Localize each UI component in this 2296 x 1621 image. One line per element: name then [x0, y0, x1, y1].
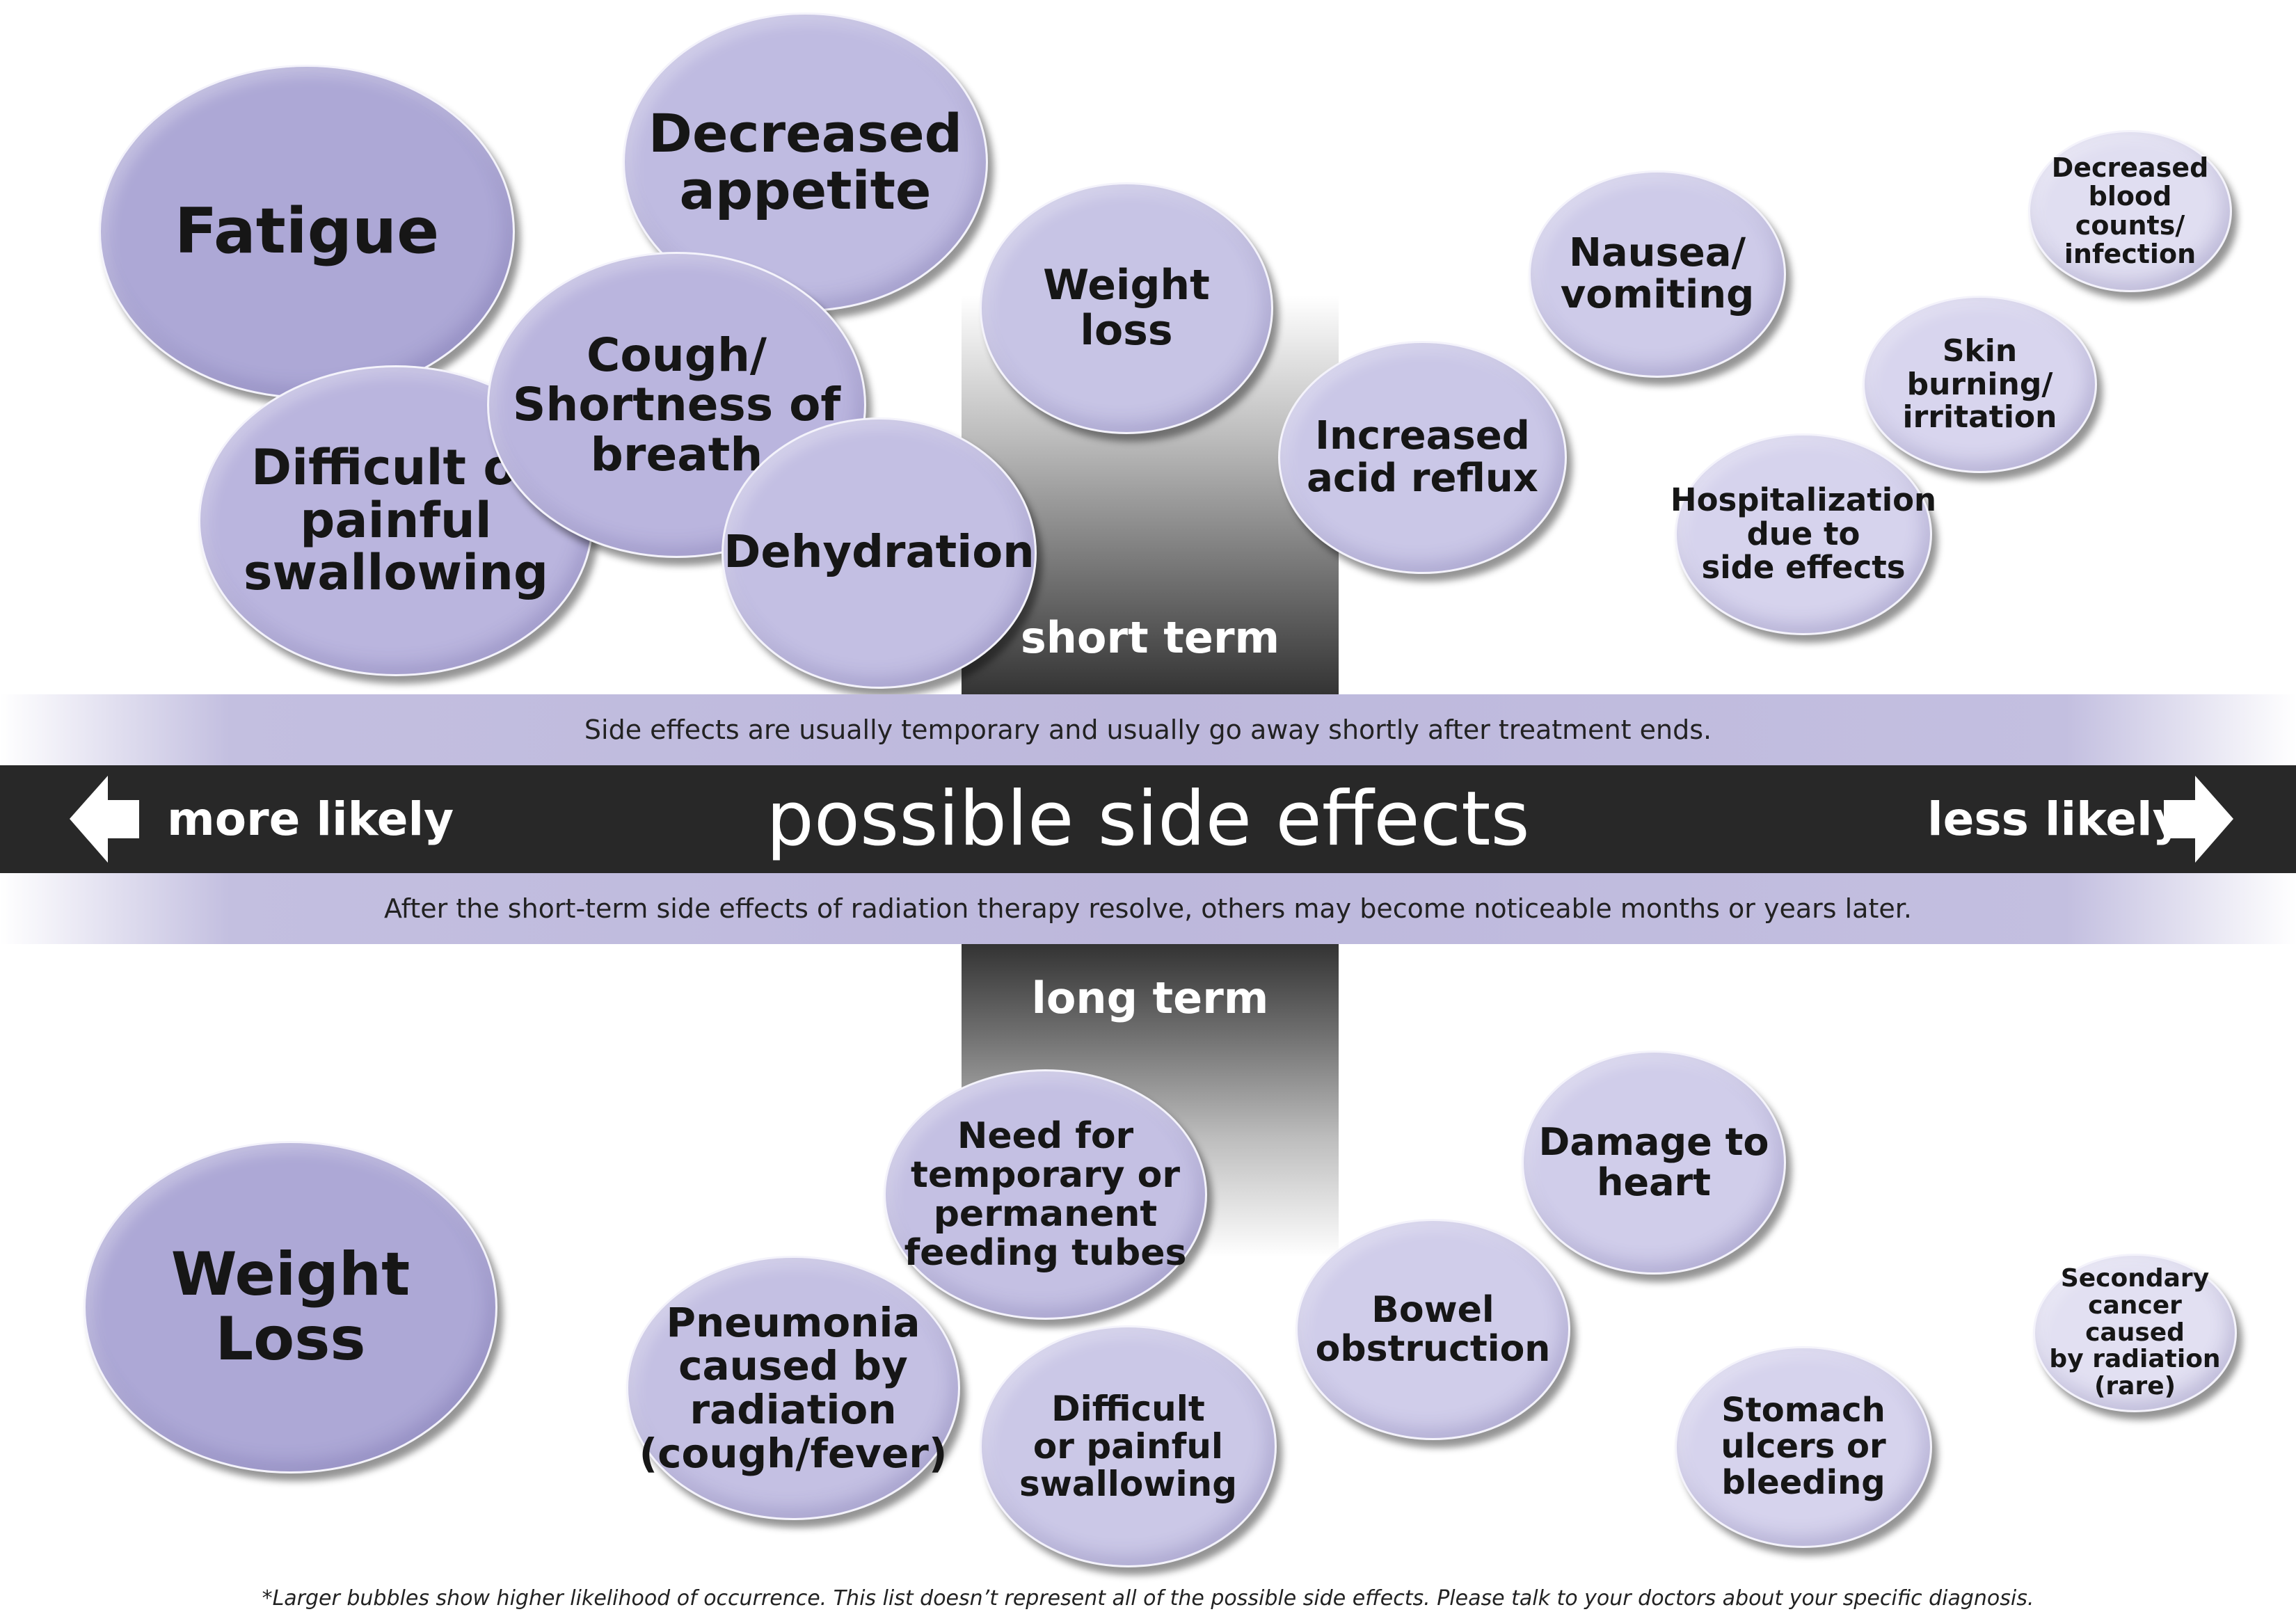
bubble-long-feeding-tubes: Need for temporary or permanent feeding …	[884, 1069, 1207, 1320]
short-term-note: Side effects are usually temporary and u…	[584, 714, 1712, 745]
short-term-label: short term	[1020, 612, 1280, 663]
bubble-label: Bowel obstruction	[1315, 1288, 1551, 1370]
bubble-short-decreased-blood-counts: Decreased blood counts/ infection	[2028, 130, 2232, 292]
less-likely-label: less likely	[1927, 792, 2183, 846]
bubble-short-weight-loss: Weight loss	[980, 182, 1273, 434]
short-term-note-band: Side effects are usually temporary and u…	[0, 694, 2296, 765]
bubble-label: Difficult or painful swallowing	[1019, 1389, 1238, 1504]
bubble-long-damage-to-heart: Damage to heart	[1522, 1051, 1786, 1275]
long-term-note-band: After the short-term side effects of rad…	[0, 873, 2296, 944]
bubble-short-skin-burning: Skin burning/ irritation	[1863, 296, 2097, 473]
bubble-long-weight-loss: Weight Loss	[83, 1141, 497, 1474]
bubble-label: Hospitalization due to side effects	[1670, 481, 1937, 586]
bubble-short-decreased-appetite: Decreased appetite	[623, 13, 988, 312]
bubble-label: Weight loss	[1043, 261, 1210, 355]
bubble-label: Pneumonia caused by radiation (cough/fev…	[639, 1298, 948, 1477]
bubble-label: Stomach ulcers or bleeding	[1721, 1391, 1886, 1502]
bubble-short-increased-acid-reflux: Increased acid reflux	[1278, 341, 1567, 574]
bubble-label: Need for temporary or permanent feeding …	[904, 1115, 1187, 1275]
bubble-label: Cough/ Shortness of breath	[512, 328, 841, 481]
diagram-title: possible side effects	[766, 776, 1530, 863]
bubble-label: Damage to heart	[1538, 1119, 1769, 1204]
title-band	[0, 765, 2296, 873]
bubble-label: Fatigue	[174, 195, 440, 269]
bubble-long-bowel-obstruction: Bowel obstruction	[1296, 1219, 1570, 1440]
more-likely-label: more likely	[167, 792, 454, 846]
footnote: *Larger bubbles show higher likelihood o…	[262, 1586, 2034, 1611]
bubble-short-nausea-vomiting: Nausea/ vomiting	[1529, 170, 1786, 378]
bubble-label: Secondary cancer caused by radiation (ra…	[2049, 1263, 2221, 1401]
bubble-long-difficult-swallowing: Difficult or painful swallowing	[980, 1325, 1277, 1567]
bubble-short-difficult-swallowing: Difficult or painful swallowing	[198, 365, 593, 676]
arrow-right-icon	[2164, 776, 2233, 863]
bubble-long-stomach-ulcers: Stomach ulcers or bleeding	[1675, 1346, 1932, 1548]
bubble-short-cough-shortness-of-breath: Cough/ Shortness of breath	[487, 252, 866, 558]
bubble-long-secondary-cancer: Secondary cancer caused by radiation (ra…	[2033, 1254, 2237, 1412]
bubble-short-dehydration: Dehydration	[722, 417, 1037, 689]
bubble-label: Decreased appetite	[648, 102, 963, 221]
bubble-label: Weight Loss	[170, 1240, 410, 1374]
long-term-note: After the short-term side effects of rad…	[384, 893, 1912, 924]
arrow-left-icon	[70, 776, 139, 863]
bubble-label: Decreased blood counts/ infection	[2051, 152, 2209, 269]
bubble-short-fatigue: Fatigue	[99, 65, 515, 399]
bubble-short-hospitalization: Hospitalization due to side effects	[1671, 433, 1936, 635]
bubble-label: Dehydration	[724, 527, 1035, 579]
bubble-label: Increased acid reflux	[1307, 413, 1538, 501]
bubble-label: Nausea/ vomiting	[1560, 230, 1755, 317]
bubble-long-pneumonia: Pneumonia caused by radiation (cough/fev…	[626, 1256, 960, 1520]
bubble-label: Difficult or painful swallowing	[243, 439, 549, 602]
bubble-label: Skin burning/ irritation	[1902, 333, 2057, 436]
long-term-label: long term	[1031, 973, 1269, 1023]
